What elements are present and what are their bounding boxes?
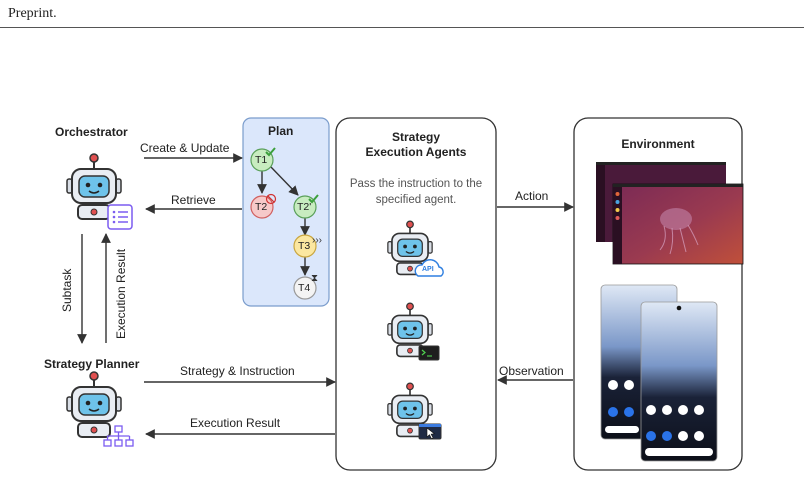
header-rule bbox=[0, 27, 804, 28]
observation-label: Observation bbox=[499, 364, 564, 378]
planner-robot bbox=[66, 371, 122, 438]
create-update-label: Create & Update bbox=[140, 141, 230, 155]
strategy-instruction-label: Strategy & Instruction bbox=[180, 364, 295, 378]
api-label: API bbox=[422, 266, 434, 273]
retrieve-label: Retrieve bbox=[171, 193, 216, 207]
api-cloud-icon bbox=[414, 259, 444, 277]
execution-result-bottom-label: Execution Result bbox=[190, 416, 281, 430]
phone-screenshot-front bbox=[640, 301, 718, 462]
header-text: Preprint. bbox=[8, 6, 57, 21]
agents-desc-line2: specified agent. bbox=[375, 194, 457, 206]
task-label-t2: T2 bbox=[255, 201, 268, 213]
agents-panel bbox=[335, 117, 497, 471]
task-label-t2prime: T2' bbox=[297, 201, 312, 213]
action-label: Action bbox=[515, 189, 549, 203]
planner-title: Strategy Planner bbox=[44, 357, 140, 371]
desktop-screenshot-front bbox=[612, 183, 744, 265]
task-node-t4 bbox=[293, 276, 317, 300]
cursor-screen-icon bbox=[418, 423, 442, 440]
task-label-t1: T1 bbox=[255, 154, 268, 166]
agents-title-line1: Strategy bbox=[391, 130, 441, 144]
hierarchy-icon bbox=[103, 425, 134, 447]
failed-icon-t2 bbox=[265, 193, 277, 205]
agents-title-line2: Execution Agents bbox=[365, 145, 467, 159]
hourglass-icon-t4: ⧗ bbox=[311, 273, 318, 284]
in-progress-icon-t3: ››› bbox=[312, 235, 322, 246]
execution-result-vertical-label: Execution Result bbox=[114, 248, 128, 339]
list-icon bbox=[107, 204, 133, 230]
agents-desc-line1: Pass the instruction to the bbox=[349, 178, 483, 190]
check-icon-t2prime bbox=[308, 194, 319, 204]
task-label-t3: T3 bbox=[298, 240, 311, 252]
plan-title: Plan bbox=[268, 124, 294, 138]
environment-title: Environment bbox=[621, 137, 695, 151]
check-icon-t1 bbox=[265, 147, 276, 157]
task-node-t3 bbox=[293, 234, 317, 258]
subtask-label: Subtask bbox=[60, 268, 74, 312]
orchestrator-title: Orchestrator bbox=[55, 125, 128, 139]
terminal-icon bbox=[418, 345, 440, 361]
task-label-t4: T4 bbox=[298, 282, 311, 294]
